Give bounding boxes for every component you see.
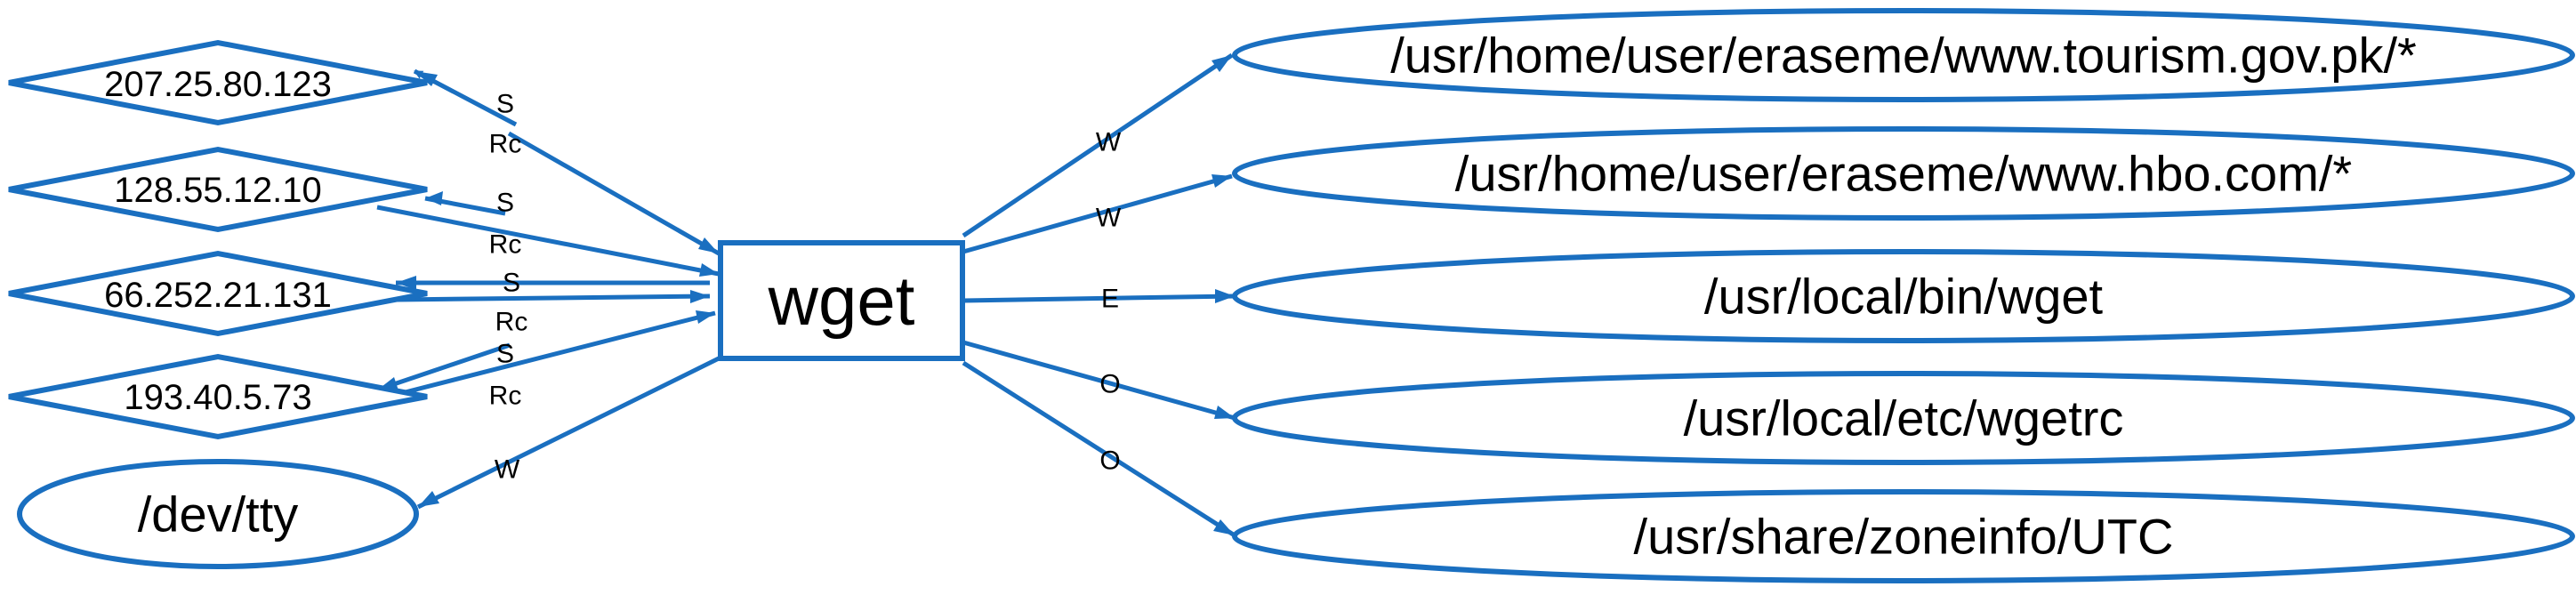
arrowhead-ip3-center [690, 290, 710, 303]
edge-label-ip3-s: S [503, 269, 520, 298]
arrowhead-f3 [1215, 289, 1235, 303]
arrowhead-f1 [1212, 55, 1232, 72]
file-node-2 [1232, 126, 2575, 221]
edge-label-f2-w: W [1096, 204, 1122, 233]
edge-label-ip4-rc: Rc [489, 382, 522, 411]
arrowhead-ip3 [396, 276, 416, 290]
ip-node-1 [8, 39, 428, 126]
edge-f1-write [962, 52, 1234, 238]
process-node-wget [718, 240, 965, 361]
file-label-2: /usr/home/user/eraseme/www.hbo.com/* [1455, 146, 2352, 202]
edge-label-ip2-rc: Rc [489, 230, 522, 260]
edge-f2-write [962, 173, 1233, 254]
file-node-1 [1232, 8, 2575, 102]
arrowhead-ip2-center [699, 263, 719, 277]
ip-node-2 [8, 146, 428, 233]
ip-node-4 [8, 353, 428, 440]
ip-label-4: 193.40.5.73 [124, 378, 311, 417]
file-node-tty [17, 459, 419, 569]
edge-ip1-recv [507, 131, 720, 256]
tty-label: /dev/tty [138, 486, 299, 543]
edge-label-ip2-s: S [496, 189, 514, 218]
arrowhead-f5 [1213, 519, 1235, 535]
edge-label-f1-w: W [1096, 128, 1122, 157]
edge-ip2-recv [376, 205, 720, 277]
arrowhead-ip4-center [696, 310, 715, 324]
edge-label-f5-o: O [1099, 446, 1120, 476]
edge-label-ip3-rc: Rc [495, 308, 528, 337]
edge-ip4-recv [390, 310, 716, 398]
ip-label-3: 66.252.21.131 [104, 276, 332, 315]
file-label-3: /usr/local/bin/wget [1704, 269, 2104, 325]
edge-f5-open [962, 360, 1236, 538]
ip-node-3 [8, 250, 428, 337]
edge-label-f3-e: E [1101, 285, 1119, 314]
ip-label-2: 128.55.12.10 [114, 171, 322, 210]
edge-f3-exec [962, 293, 1236, 303]
edge-ip3-recv [395, 293, 711, 302]
edge-tty-write [416, 356, 720, 510]
edge-label-ip1-rc: Rc [489, 130, 522, 159]
file-label-5: /usr/share/zoneinfo/UTC [1634, 509, 2174, 565]
arrowhead-tty [418, 491, 439, 507]
arrowhead-f4 [1214, 406, 1235, 419]
file-label-4: /usr/local/etc/wgetrc [1684, 390, 2124, 446]
edge-label-tty-w: W [495, 455, 520, 485]
edge-f4-open [962, 340, 1236, 421]
file-node-5 [1232, 489, 2575, 583]
edge-ip4-send [377, 342, 511, 392]
arrowhead-f2 [1212, 174, 1232, 188]
arrowhead-ip4 [378, 377, 398, 390]
edge-label-ip4-s: S [496, 340, 514, 369]
wget-label: wget [768, 261, 915, 340]
arrowhead-ip2 [425, 191, 443, 205]
arrowhead-ip1 [415, 71, 438, 86]
edge-label-f4-o: O [1099, 370, 1120, 399]
arrowhead-ip1-center [698, 237, 719, 253]
file-label-1: /usr/home/user/eraseme/www.tourism.gov.p… [1390, 28, 2417, 84]
ip-label-1: 207.25.80.123 [104, 65, 332, 104]
edge-label-ip1-s: S [496, 90, 514, 119]
